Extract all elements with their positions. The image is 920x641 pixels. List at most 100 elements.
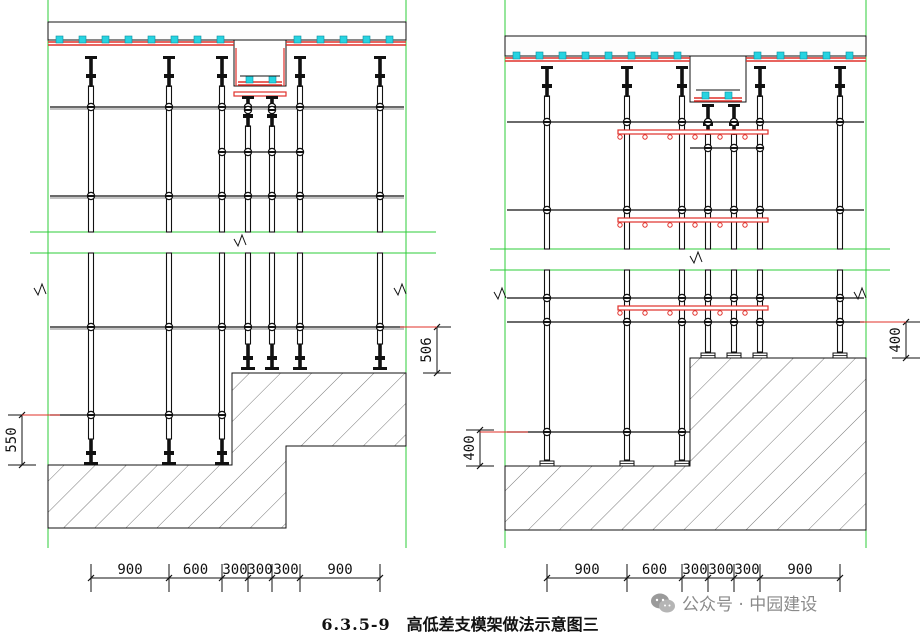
top-jack-head	[163, 56, 175, 59]
caption-title: 高低差支模架做法示意图三	[406, 615, 599, 634]
red-beam-node	[617, 222, 623, 228]
pole-node-clamp	[218, 106, 226, 108]
formwork-clip	[193, 35, 202, 44]
formwork-clip	[147, 35, 156, 44]
beam-formwork	[233, 39, 287, 87]
pole-node-clamp	[730, 147, 738, 149]
pole-node-clamp	[543, 431, 551, 433]
red-beam-node	[717, 310, 723, 316]
top-jack-nut	[243, 114, 253, 118]
top-jack-head	[242, 96, 254, 99]
formwork-clip	[753, 51, 762, 60]
pole-node-clamp	[543, 209, 551, 211]
vertical-dimension-label: 550	[4, 427, 20, 452]
pole-node-clamp	[730, 209, 738, 211]
top-jack-head	[728, 104, 740, 107]
pole-node-clamp	[678, 321, 686, 323]
top-jack-screw	[378, 59, 382, 87]
top-jack-head	[676, 66, 688, 69]
top-jack-screw	[298, 59, 302, 87]
red-beam-node	[667, 310, 673, 316]
dimension-slash	[296, 574, 304, 582]
pole-node-clamp	[296, 106, 304, 108]
steel-pole	[244, 125, 252, 233]
dimension-label: 900	[117, 562, 142, 578]
pole-node-clamp	[756, 147, 764, 149]
pole-node-clamp	[296, 326, 304, 328]
red-beam-node	[692, 134, 698, 140]
dimension-slash	[476, 462, 484, 470]
top-jack-screw	[838, 69, 842, 97]
concrete-step	[504, 357, 867, 531]
concrete-step	[47, 372, 407, 529]
vertical-dimension-label: 400	[888, 327, 904, 352]
steel-pole	[704, 269, 712, 353]
beam-bottom-board	[233, 91, 287, 97]
formwork-clip	[776, 51, 785, 60]
dimension-slash	[836, 574, 844, 582]
dimension-label: 600	[642, 562, 667, 578]
wechat-icon	[651, 593, 675, 612]
top-jack-nut	[86, 74, 96, 78]
pole-node-clamp	[730, 321, 738, 323]
formwork-clip	[170, 35, 179, 44]
pole-node-clamp	[756, 297, 764, 299]
red-beam-node	[617, 134, 623, 140]
dimension-label: 300	[682, 562, 707, 578]
top-jack-head	[621, 66, 633, 69]
base-jack-plate	[293, 367, 307, 370]
top-jack-screw	[545, 69, 549, 97]
pole-node-clamp	[836, 121, 844, 123]
break-mark	[233, 233, 247, 248]
pole-node-clamp	[376, 106, 384, 108]
pole-node-clamp	[218, 414, 226, 416]
beam-formwork	[689, 55, 747, 103]
top-jack-screw	[625, 69, 629, 97]
dimension-slash	[376, 574, 384, 582]
top-jack-head	[754, 66, 766, 69]
pole-node-clamp	[296, 151, 304, 153]
dimension-slash	[244, 574, 252, 582]
caption-number: 6.3.5-9	[321, 615, 391, 634]
top-jack-screw	[167, 59, 171, 87]
formwork-clip	[293, 35, 302, 44]
top-jack-nut	[164, 74, 174, 78]
formwork-clip	[627, 51, 636, 60]
dimension-slash	[476, 426, 484, 434]
steel-pole	[756, 269, 764, 353]
base-jack-nut	[243, 356, 253, 360]
base-jack-plate	[373, 367, 387, 370]
steel-pole	[623, 269, 631, 461]
top-jack-head	[702, 104, 714, 107]
red-horizontal-beam	[617, 305, 769, 311]
dimension-slash	[543, 574, 551, 582]
formwork-clip	[724, 91, 733, 100]
red-beam-node	[692, 310, 698, 316]
formwork-clip	[362, 35, 371, 44]
formwork-clip	[101, 35, 110, 44]
top-jack-nut	[622, 84, 632, 88]
pole-node-clamp	[87, 326, 95, 328]
pole-node-clamp	[730, 297, 738, 299]
pole-node-clamp	[268, 151, 276, 153]
top-jack-nut	[217, 74, 227, 78]
pole-node-clamp	[218, 151, 226, 153]
dimension-label: 900	[574, 562, 599, 578]
dimension-slash	[87, 574, 95, 582]
pole-node-clamp	[268, 195, 276, 197]
dimension-slash	[902, 354, 910, 362]
red-beam-node	[617, 310, 623, 316]
formwork-clip	[581, 51, 590, 60]
base-jack-nut	[375, 356, 385, 360]
dimension-label: 600	[183, 562, 208, 578]
dimension-slash	[218, 574, 226, 582]
top-jack-nut	[295, 74, 305, 78]
red-beam-node	[717, 134, 723, 140]
pole-node-clamp	[543, 121, 551, 123]
formwork-clip	[78, 35, 87, 44]
formwork-clip	[822, 51, 831, 60]
top-jack-nut	[677, 84, 687, 88]
